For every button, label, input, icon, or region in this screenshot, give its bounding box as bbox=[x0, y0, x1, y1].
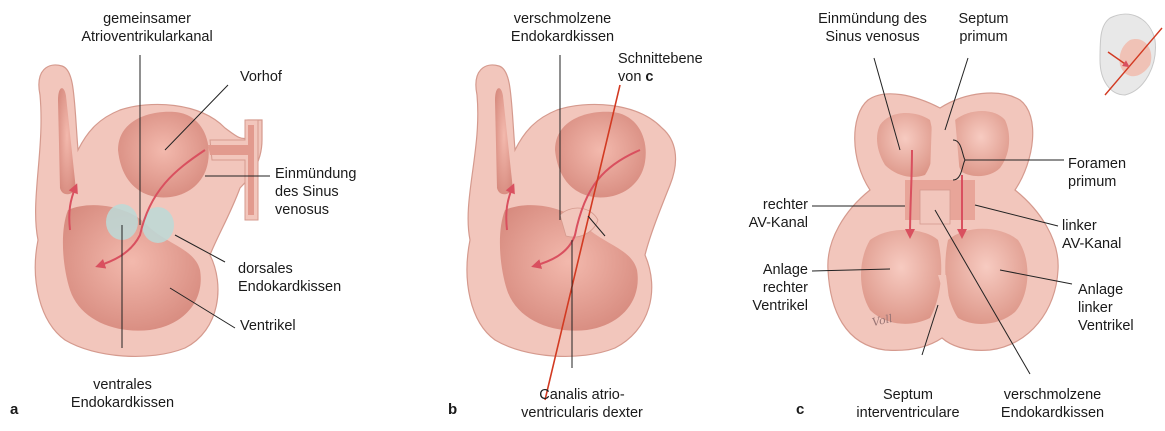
panel-c-left-ventricle bbox=[945, 229, 1027, 324]
label-canalis-av-dexter: Canalis atrio- ventricularis dexter bbox=[512, 386, 652, 422]
label-section-plane: Schnittebene von c bbox=[618, 50, 703, 86]
label-left-av-canal: linker AV-Kanal bbox=[1062, 217, 1121, 253]
label-ventral-endocardial-cushion: ventrales Endokardkissen bbox=[60, 376, 185, 412]
panel-c-heart bbox=[828, 93, 1058, 350]
label-dorsal-endocardial-cushion: dorsales Endokardkissen bbox=[238, 260, 341, 296]
label-fused-cushions-b: verschmolzene Endokardkissen bbox=[495, 10, 630, 46]
panel-c-right-ventricle bbox=[861, 230, 941, 324]
label-atrium: Vorhof bbox=[240, 68, 282, 86]
label-interventricular-septum: Septum interventriculare bbox=[843, 386, 973, 422]
label-left-ventricle-anlage: Anlage linker Ventrikel bbox=[1078, 281, 1134, 335]
panel-a-heart bbox=[35, 65, 262, 356]
label-foramen-primum: Foramen primum bbox=[1068, 155, 1126, 191]
panel-c-fused-cushion bbox=[920, 190, 950, 224]
orientation-thumbnail bbox=[1100, 14, 1162, 95]
label-common-av-canal: gemeinsamer Atrioventrikularkanal bbox=[62, 10, 232, 46]
panel-c-letter: c bbox=[796, 401, 804, 418]
label-septum-primum: Septum primum bbox=[946, 10, 1021, 46]
label-fused-cushions-c: verschmolzene Endokardkissen bbox=[985, 386, 1120, 422]
panel-b-heart bbox=[467, 65, 676, 400]
label-right-av-canal: rechter AV-Kanal bbox=[700, 196, 808, 232]
label-sinus-venosus-opening-c: Einmündung des Sinus venosus bbox=[810, 10, 935, 46]
label-ventricle: Ventrikel bbox=[240, 317, 296, 335]
label-section-plane-ref: c bbox=[645, 69, 653, 85]
panel-c-septum-primum bbox=[930, 118, 960, 175]
panel-c-left-atrium bbox=[953, 111, 1010, 176]
label-sinus-venosus-opening-a: Einmündung des Sinus venosus bbox=[275, 165, 356, 219]
panel-a-letter: a bbox=[10, 401, 18, 418]
label-right-ventricle-anlage: Anlage rechter Ventrikel bbox=[700, 261, 808, 315]
panel-b-letter: b bbox=[448, 401, 457, 418]
